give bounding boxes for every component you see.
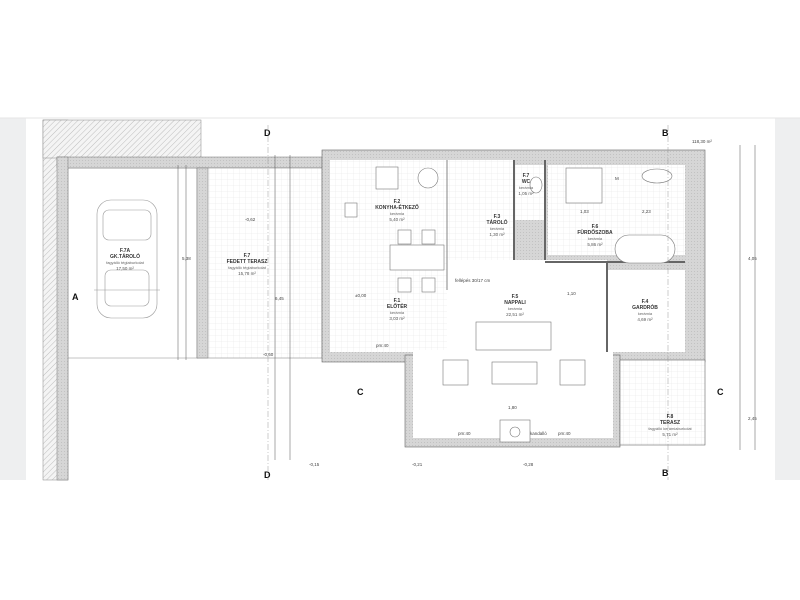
room-kitchen-code: F.2 — [394, 199, 401, 205]
section-c-marker-right: C — [717, 387, 724, 397]
step-note: fellépés 30/17 cm — [455, 278, 491, 283]
room-storage-code: F.3 — [494, 214, 501, 220]
armchair-icon — [442, 359, 469, 386]
room-living-room-floor: kerámia — [508, 306, 523, 311]
room-covered-terrace-floor: fagyálló téglaburkolat — [228, 265, 267, 270]
dim-label: 1,10 — [567, 291, 576, 296]
covered-terrace-floor — [196, 167, 323, 359]
parapet-note: pm:40 — [376, 343, 389, 348]
room-terrace-name: TERASZ — [660, 420, 680, 426]
room-bathroom-floor: kerámia — [588, 236, 603, 241]
room-kitchen-floor: kerámia — [390, 211, 405, 216]
terrace-column — [196, 167, 209, 359]
fireplace-label: kandalló — [530, 431, 547, 436]
round-table-icon — [417, 167, 439, 189]
dim-label: 2,23 — [642, 209, 651, 214]
level-front: -0,15 — [309, 462, 320, 467]
room-covered-terrace-name: FEDETT TERASZ — [227, 259, 268, 265]
room-living-room-code: F.5 — [512, 294, 519, 300]
room-garage-name: GK.TÁROLÓ — [110, 252, 140, 260]
level-front-3: -0,28 — [523, 462, 534, 467]
level-hall: ±0,00 — [355, 293, 367, 298]
dim-label: 2,45 — [748, 416, 757, 421]
section-b-marker-bottom: B — [662, 468, 669, 478]
dim-label: 1,03 — [580, 209, 589, 214]
dim-label: 4,05 — [748, 256, 757, 261]
garage-top-wall — [56, 156, 323, 169]
room-garage-area: 17,50 m² — [116, 266, 134, 271]
dim-label: 5,38 — [182, 256, 191, 261]
room-storage-floor: kerámia — [490, 226, 505, 231]
room-wc-area: 1,05 m² — [518, 191, 534, 196]
room-wardrobe-name: GARDRÓB — [632, 303, 658, 311]
room-storage-name: TÁROLÓ — [486, 218, 507, 226]
section-d-marker-top: D — [264, 128, 271, 138]
furniture — [344, 166, 676, 443]
sink-icon — [344, 202, 358, 218]
washbasin-icon — [641, 168, 673, 184]
room-living-room-name: NAPPALI — [504, 300, 526, 306]
parapet-note-2: pm:40 — [458, 431, 471, 436]
room-living-room-area: 22,51 m² — [506, 312, 524, 317]
garage-left-wall — [56, 156, 69, 481]
room-hall-area: 3,03 m² — [389, 316, 405, 321]
room-kitchen-area: 5,40 m² — [389, 217, 405, 222]
armchair-icon — [559, 359, 586, 386]
level-front-2: -0,21 — [412, 462, 423, 467]
room-terrace-code: F.8 — [667, 414, 674, 420]
bath-cabinet-label: M — [615, 176, 619, 181]
room-wc-floor: kerámia — [519, 185, 534, 190]
shower-icon — [565, 167, 603, 204]
room-terrace-floor: fagyálló kerámiaburkolat — [648, 426, 692, 431]
room-bathroom-name: FÜRDŐSZOBA — [577, 229, 613, 236]
section-d-marker-bottom: D — [264, 470, 271, 480]
dining-table-icon — [389, 244, 445, 271]
room-wardrobe-floor: kerámia — [638, 311, 653, 316]
section-b-marker-top: B — [662, 128, 669, 138]
room-bathroom-code: F.6 — [592, 224, 599, 230]
parapet-note-3: pm:40 — [558, 431, 571, 436]
room-wc-name: WC — [522, 179, 531, 185]
room-wc-code: F.7 — [523, 173, 530, 179]
room-hall-code: F.1 — [394, 298, 401, 304]
coffee-table-icon — [491, 361, 538, 385]
left-margin — [0, 118, 26, 480]
section-c-marker-left: C — [357, 387, 364, 397]
dim-label: 6,45 — [275, 296, 284, 301]
room-wardrobe-code: F.4 — [642, 299, 649, 305]
level-terrace: -0,62 — [245, 217, 256, 222]
room-kitchen-name: KONYHA-ÉTKEZŐ — [375, 203, 419, 211]
toilet-icon — [529, 176, 543, 194]
room-covered-terrace-area: 15,78 m² — [238, 271, 256, 276]
room-hall-name: ELŐTÉR — [387, 302, 408, 310]
room-bathroom-area: 5,86 m² — [587, 242, 603, 247]
total-area: 118,30 m² — [692, 139, 712, 144]
room-covered-terrace-code: F.7 — [244, 253, 251, 259]
room-garage-code: F.7A — [120, 248, 131, 254]
room-hall-floor: kerámia — [390, 310, 405, 315]
dim-label: 1,80 — [508, 405, 517, 410]
room-garage-floor: fagyálló téglaburkolat — [106, 260, 145, 265]
cooktop-icon — [375, 166, 399, 190]
sofa-icon — [475, 321, 552, 351]
room-terrace-area: 5,71 m² — [662, 432, 678, 437]
right-margin — [775, 118, 800, 480]
car-icon — [94, 199, 160, 319]
bathtub-icon — [614, 234, 676, 264]
room-storage-area: 1,30 m² — [489, 232, 505, 237]
room-wardrobe-area: 4,69 m² — [637, 317, 653, 322]
level-terrace-edge: -0,60 — [263, 352, 274, 357]
garage-floor — [67, 167, 199, 359]
section-a-marker: A — [72, 292, 79, 302]
